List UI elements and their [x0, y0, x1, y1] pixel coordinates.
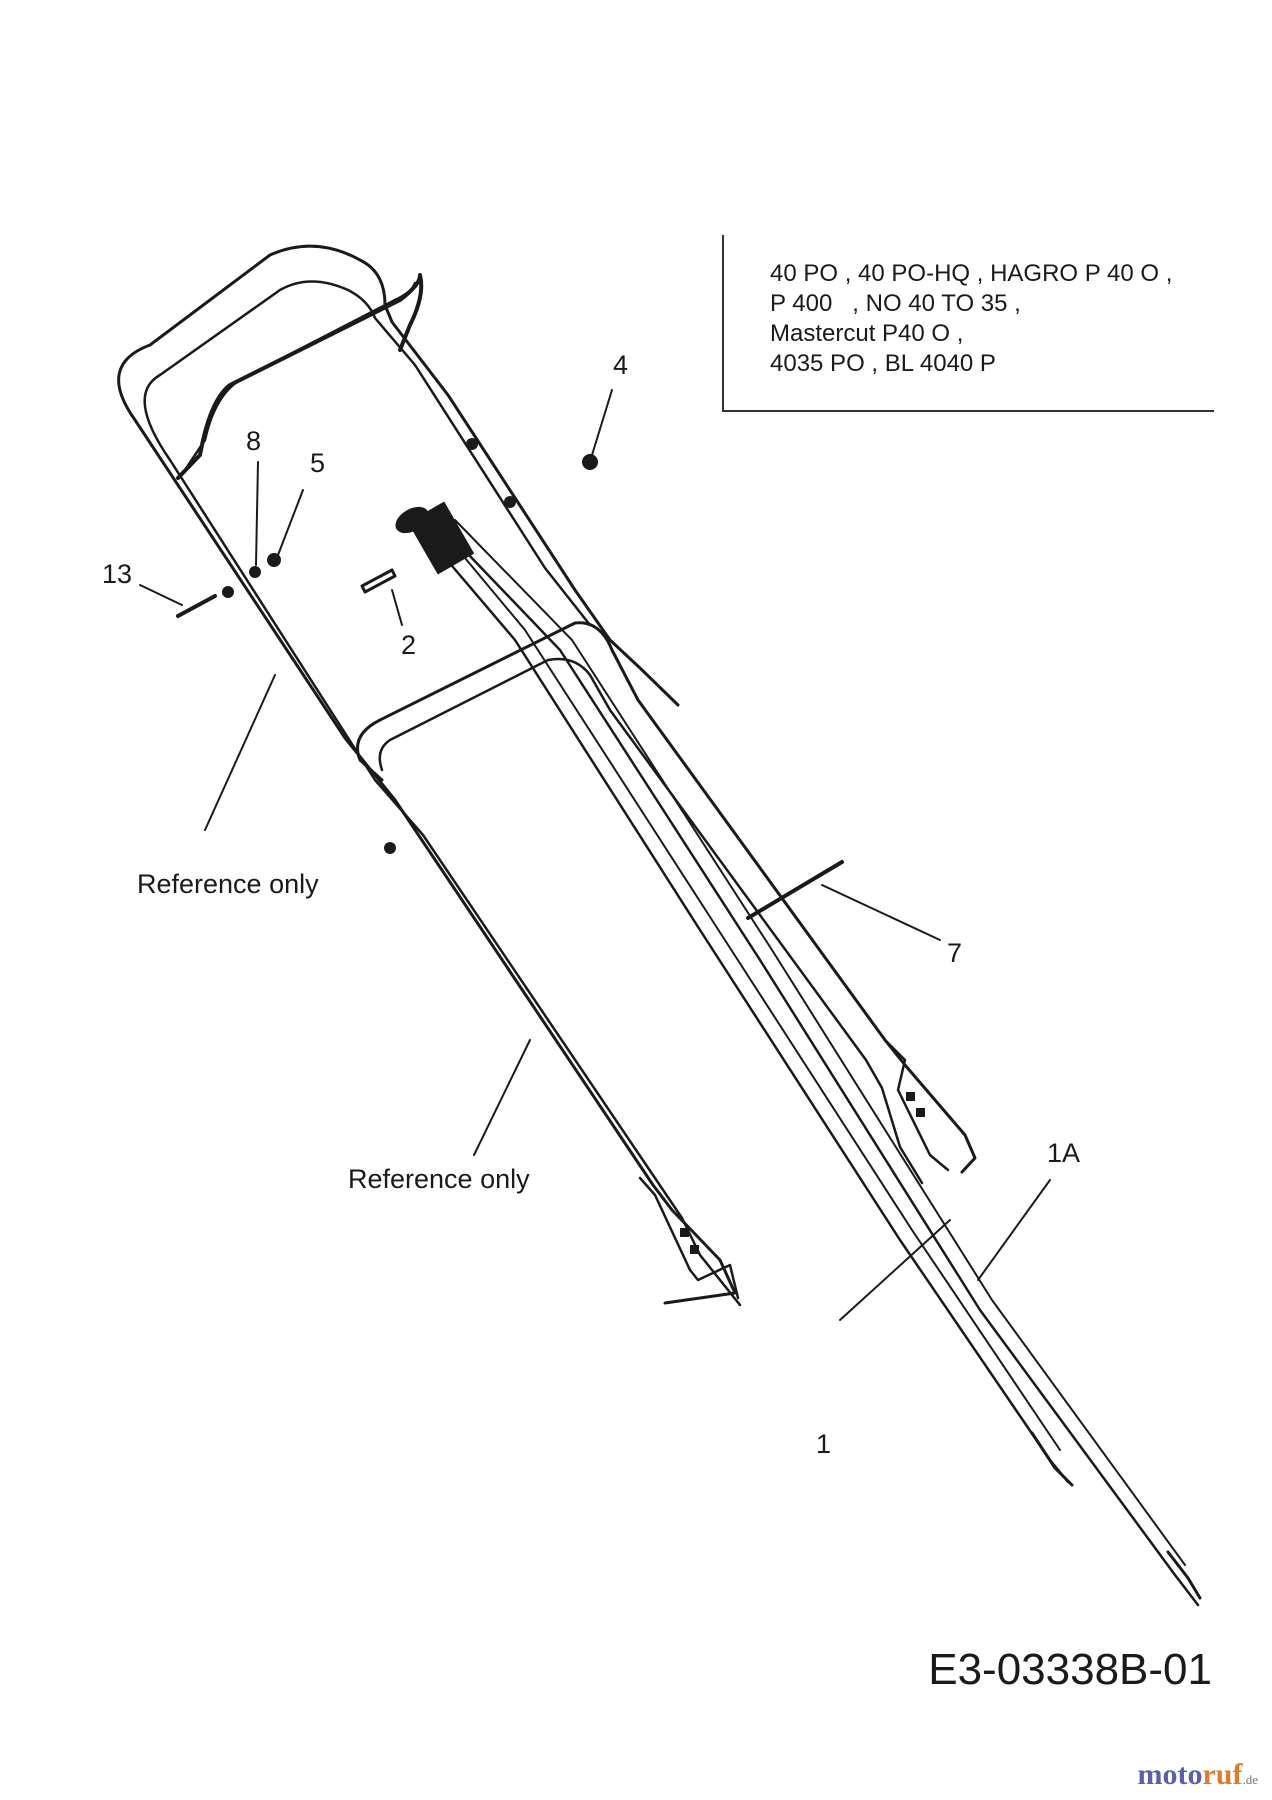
leader-ref-upper: [204, 674, 276, 831]
callout-1a: 1A: [1047, 1138, 1080, 1168]
cable-1a-second: [454, 519, 1186, 1566]
cable-1-end: [1030, 1431, 1074, 1487]
watermark-brand-b: ruf: [1202, 1758, 1243, 1791]
handle-hole: [680, 1228, 689, 1237]
callout-8: 8: [246, 426, 261, 456]
callout-4: 4: [613, 350, 628, 380]
model-line: 4035 PO , BL 4040 P: [770, 350, 996, 377]
cable-1a: [443, 528, 1200, 1607]
lower-handle-inner: [378, 657, 924, 1185]
reference-only-upper: Reference only: [137, 869, 319, 899]
upper-handle-inner: [143, 280, 742, 1307]
leader-8: [255, 461, 259, 566]
nut-5: [267, 553, 281, 567]
bail-bar-inner: [183, 281, 417, 472]
watermark-suffix: .de: [1242, 1772, 1258, 1787]
handle-hole: [906, 1092, 915, 1101]
callout-5: 5: [310, 448, 325, 478]
control-lever-knob: [395, 506, 429, 534]
lower-handle-outer: [356, 621, 977, 1174]
handle-fastener: [222, 586, 234, 598]
callout-13: 13: [102, 559, 132, 589]
handle-hole: [916, 1108, 925, 1117]
leader-7: [821, 884, 941, 941]
leader-1a: [977, 1179, 1051, 1281]
bolt-13: [176, 594, 217, 618]
callout-7: 7: [947, 938, 962, 968]
watermark-brand-a: moto: [1137, 1758, 1203, 1791]
model-line: P 400 , NO 40 TO 35 ,: [770, 290, 1021, 317]
nut-4: [582, 454, 598, 470]
model-list-box: 40 PO , 40 PO-HQ , HAGRO P 40 O , P 400 …: [722, 235, 1214, 412]
handle-hole: [690, 1245, 699, 1254]
watermark-logo: motoruf.de: [1137, 1758, 1258, 1792]
reference-only-lower: Reference only: [348, 1164, 530, 1194]
cable-1a-end: [1166, 1550, 1202, 1600]
drawing-code: E3-03338B-01: [928, 1645, 1212, 1694]
leader-2: [391, 589, 403, 626]
leader-5: [277, 489, 304, 556]
cable-tie-7: [746, 860, 844, 920]
leader-1: [839, 1219, 951, 1321]
bolt-2: [360, 568, 397, 594]
callout-1: 1: [816, 1429, 831, 1459]
cable-1-second: [439, 527, 1061, 1451]
leader-ref-lower: [473, 1039, 531, 1156]
handle-fastener: [504, 496, 516, 508]
model-line: 40 PO , 40 PO-HQ , HAGRO P 40 O ,: [770, 260, 1173, 287]
cable-1: [428, 538, 1070, 1484]
callout-2: 2: [401, 630, 416, 660]
handle-fastener: [466, 438, 478, 450]
leader-4: [591, 389, 613, 456]
upper-handle-outer: [117, 244, 737, 1305]
handle-fastener: [384, 842, 396, 854]
upper-handle-tube-end: [638, 1176, 740, 1300]
washer-8: [249, 566, 261, 578]
lower-handle-tube-end: [883, 1038, 950, 1172]
leader-13: [139, 584, 183, 606]
model-line: Mastercut P40 O ,: [770, 320, 964, 347]
